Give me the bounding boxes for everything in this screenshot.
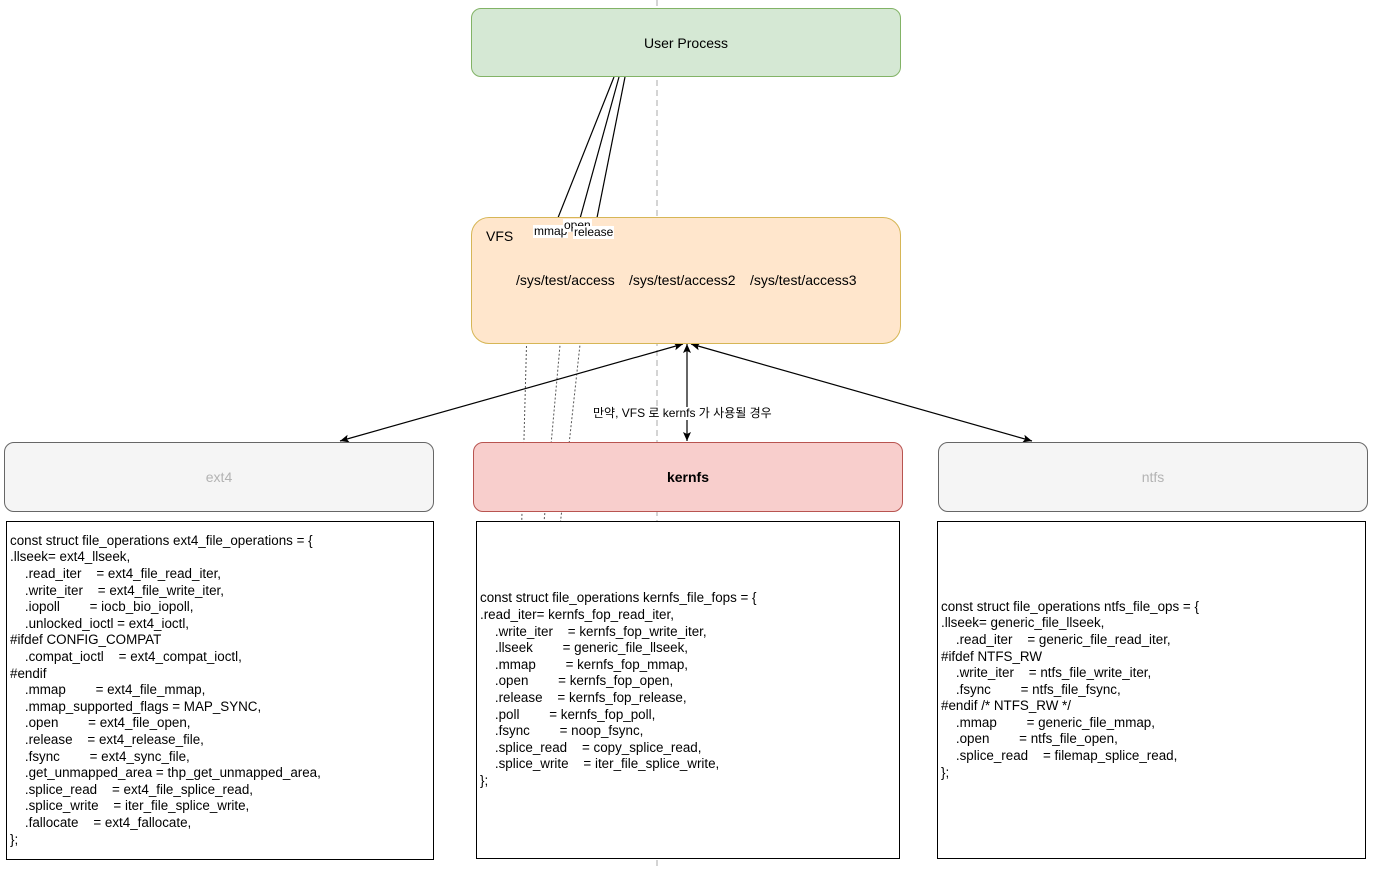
mmap-edge-label: mmap (533, 224, 569, 238)
ntfs-label: ntfs (1141, 469, 1165, 485)
code-line: .open = ext4_file_open, (10, 715, 191, 731)
kernfs-note-label: 만약, VFS 로 kernfs 가 사용될 경우 (592, 406, 773, 420)
code-line: .fallocate = ext4_fallocate, (10, 814, 192, 830)
code-line: #ifdef NTFS_RW (941, 648, 1042, 664)
code-line: .poll = kernfs_fop_poll, (480, 706, 656, 722)
code-line: .splice_write = iter_file_splice_write, (10, 798, 250, 814)
vfs-path-access[interactable]: /sys/test/access (516, 272, 615, 288)
code-line: .open = kernfs_fop_open, (480, 673, 674, 689)
vfs-node[interactable]: VFS /sys/test/access /sys/test/access2 /… (471, 217, 901, 344)
ext4-node[interactable]: ext4 (4, 442, 434, 512)
code-line: const struct file_operations ntfs_file_o… (941, 598, 1199, 614)
code-line: .get_unmapped_area = thp_get_unmapped_ar… (10, 765, 321, 781)
code-line: .llseek = generic_file_llseek, (480, 640, 689, 656)
code-line: .fsync = ntfs_file_fsync, (941, 681, 1121, 697)
code-line: .fsync = ext4_sync_file, (10, 748, 190, 764)
code-line: }; (10, 831, 19, 847)
user-process-node[interactable]: User Process (471, 8, 901, 77)
code-line: .write_iter = ext4_file_write_iter, (10, 582, 224, 598)
code-line: .release = kernfs_fop_release, (480, 690, 687, 705)
code-line: #endif /* NTFS_RW */ (941, 698, 1071, 714)
code-line: .llseek= ext4_llseek, (10, 549, 131, 565)
code-line: .unlocked_ioctl = ext4_ioctl, (10, 615, 190, 631)
code-line: .write_iter = kernfs_fop_write_iter, (480, 623, 707, 639)
code-line: .splice_read = ext4_file_splice_read, (10, 781, 254, 797)
vfs-ext4-connector[interactable] (339, 342, 684, 443)
kernfs-file-fops-code: const struct file_operations kernfs_file… (476, 521, 900, 859)
ext4-label: ext4 (205, 469, 233, 485)
code-line: .mmap = ext4_file_mmap, (10, 682, 206, 698)
ntfs-node[interactable]: ntfs (938, 442, 1368, 512)
code-line: const struct file_operations kernfs_file… (480, 590, 757, 606)
code-line: .splice_write = iter_file_splice_write, (480, 756, 720, 772)
vfs-path-access3[interactable]: /sys/test/access3 (750, 272, 857, 288)
code-line: .mmap_supported_flags = MAP_SYNC, (10, 698, 262, 714)
ext4-file-operations-code: const struct file_operations ext4_file_o… (6, 521, 434, 860)
kernfs-node[interactable]: kernfs (473, 442, 903, 512)
release-edge-label: release (573, 225, 615, 239)
code-line: }; (480, 772, 489, 788)
code-line: .iopoll = iocb_bio_iopoll, (10, 599, 194, 615)
code-line: .splice_read = filemap_splice_read, (941, 748, 1178, 764)
code-line: #endif (10, 665, 47, 681)
code-line: .mmap = kernfs_fop_mmap, (480, 656, 689, 672)
vfs-path-access2[interactable]: /sys/test/access2 (629, 272, 736, 288)
ntfs-file-ops-code: const struct file_operations ntfs_file_o… (937, 521, 1366, 859)
user-process-label: User Process (643, 34, 729, 51)
code-line: const struct file_operations ext4_file_o… (10, 532, 313, 548)
vfs-title: VFS (486, 228, 514, 244)
vfs-ntfs-connector[interactable] (690, 342, 1033, 443)
code-line: .fsync = noop_fsync, (480, 723, 644, 739)
code-line: .read_iter = ext4_file_read_iter, (10, 566, 222, 582)
code-line: #ifdef CONFIG_COMPAT (10, 632, 162, 648)
code-line: .llseek= generic_file_llseek, (941, 615, 1105, 631)
code-line: .write_iter = ntfs_file_write_iter, (941, 665, 1152, 681)
code-line: .compat_ioctl = ext4_compat_ioctl, (10, 649, 242, 665)
code-line: .read_iter= kernfs_fop_read_iter, (480, 607, 674, 623)
code-line: }; (941, 764, 950, 780)
code-line: .open = ntfs_file_open, (941, 731, 1118, 747)
code-line: .release = ext4_release_file, (10, 731, 204, 747)
code-line: .splice_read = copy_splice_read, (480, 739, 702, 755)
code-line: .mmap = generic_file_mmap, (941, 714, 1155, 730)
code-line: .read_iter = generic_file_read_iter, (941, 631, 1171, 647)
kernfs-label: kernfs (666, 469, 710, 485)
